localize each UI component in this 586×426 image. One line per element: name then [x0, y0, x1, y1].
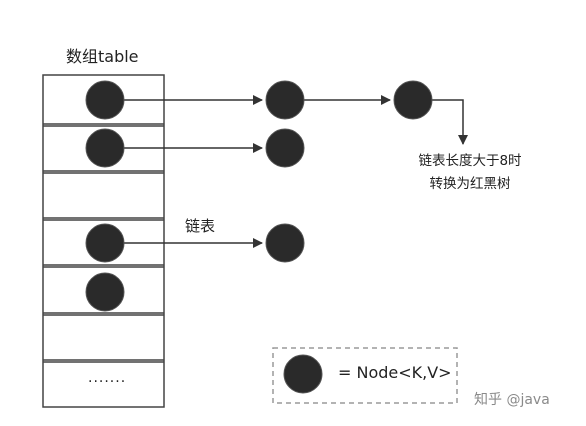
treeify-arrow	[431, 99, 468, 145]
legend-node-icon	[283, 354, 323, 394]
treeify-note-line2: 转换为红黑树	[429, 176, 511, 192]
treeify-note: 链表长度大于8时 转换为红黑树	[395, 150, 545, 196]
array-border	[42, 74, 165, 408]
node-circle-icon	[265, 223, 305, 263]
legend-label: = Node<K,V>	[338, 363, 452, 382]
watermark: 知乎 @java	[474, 392, 550, 408]
treeify-note-line1: 链表长度大于8时	[418, 153, 522, 169]
array-table	[42, 74, 165, 408]
node-circle-icon	[265, 128, 305, 168]
node-circle-icon	[393, 80, 433, 120]
array-ellipsis: .......	[88, 370, 127, 386]
node-circle-icon	[85, 128, 125, 168]
linked-list-label: 链表	[185, 217, 216, 235]
array-title: 数组table	[66, 47, 139, 66]
node-circle-icon	[265, 80, 305, 120]
legend-box	[272, 347, 458, 404]
node-circle-icon	[85, 80, 125, 120]
node-circle-icon	[85, 272, 125, 312]
node-circle-icon	[85, 223, 125, 263]
